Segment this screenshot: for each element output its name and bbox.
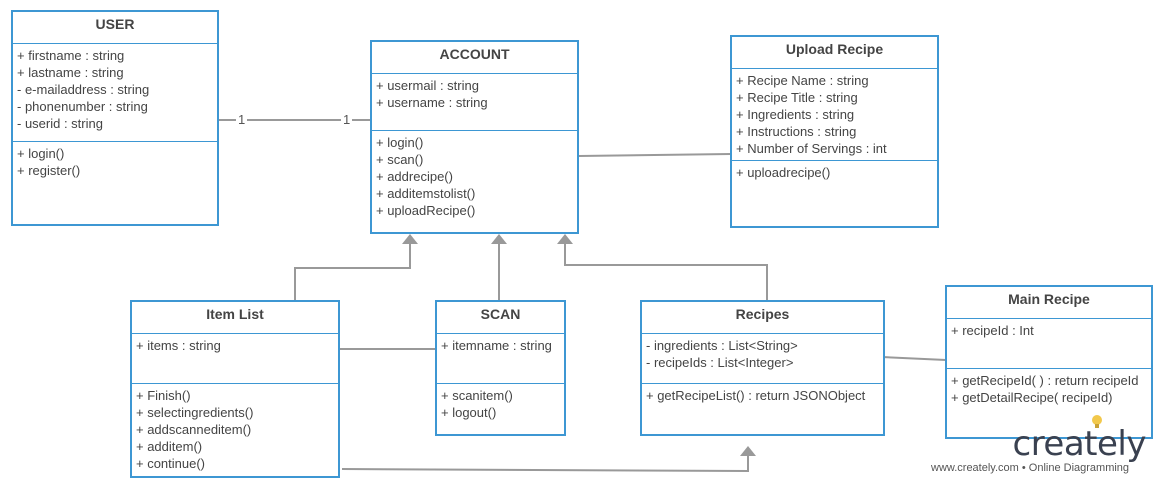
attributes-section: + Recipe Name : string + Recipe Title : s… <box>732 69 937 161</box>
attributes-section: - ingredients : List<String> - recipeIds … <box>642 334 883 384</box>
attributes-section: + recipeId : Int <box>947 319 1151 369</box>
method-row: + continue() <box>136 456 206 471</box>
gen-itemlist-account <box>294 244 411 301</box>
method-row: + register() <box>17 163 81 178</box>
class-title: Main Recipe <box>947 287 1151 319</box>
methods-section: + login() + register() <box>13 142 217 179</box>
methods-section: + getRecipeId( ) : return recipeId + getD… <box>947 369 1151 406</box>
attribute-row: + Instructions : string <box>736 124 857 139</box>
class-title: Recipes <box>642 302 883 334</box>
methods-section: + getRecipeList() : return JSONObject <box>642 384 883 404</box>
gen-arrow-recipes <box>557 234 573 244</box>
attribute-row: + usermail : string <box>376 78 479 93</box>
attribute-row: - e-mailaddress : string <box>17 82 150 97</box>
method-row: + login() <box>17 146 65 161</box>
gen-itemlist-recipes <box>341 456 749 473</box>
attribute-row: - userid : string <box>17 116 103 131</box>
method-row: + uploadrecipe() <box>736 165 831 180</box>
class-title: USER <box>13 12 217 44</box>
methods-section: + uploadrecipe() <box>732 161 937 181</box>
gen-arrow-recipes-bottom <box>740 446 756 456</box>
method-row: + additemstolist() <box>376 186 476 201</box>
class-title: Item List <box>132 302 338 334</box>
multiplicity-account-end: 1 <box>341 112 353 127</box>
attribute-row: + firstname : string <box>17 48 125 63</box>
method-row: + selectingredients() <box>136 405 254 420</box>
method-row: + scanitem() <box>441 388 513 403</box>
attributes-section: + firstname : string + lastname : string -… <box>13 44 217 142</box>
method-row: + Finish() <box>136 388 191 403</box>
method-row: + addscanneditem() <box>136 422 252 437</box>
attribute-row: - recipeIds : List<Integer> <box>646 355 794 370</box>
creately-tagline: www.creately.com • Online Diagramming <box>931 462 1130 474</box>
class-account[interactable]: ACCOUNT + usermail : string + username : … <box>370 40 579 234</box>
assoc-recipes-main <box>881 356 947 361</box>
gen-recipes-account <box>564 244 768 301</box>
class-title: Upload Recipe <box>732 37 937 69</box>
methods-section: + login() + scan() + addrecipe() + additems… <box>372 131 577 219</box>
attribute-row: + Ingredients : string <box>736 107 855 122</box>
class-item-list[interactable]: Item List + items : string + Finish() + s… <box>130 300 340 478</box>
method-row: + login() <box>376 135 424 150</box>
method-row: + addrecipe() <box>376 169 453 184</box>
attributes-section: + items : string <box>132 334 338 384</box>
methods-section: + Finish() + selectingredients() + addscan… <box>132 384 338 472</box>
attribute-row: + itemname : string <box>441 338 552 353</box>
class-title: SCAN <box>437 302 564 334</box>
class-title: ACCOUNT <box>372 42 577 74</box>
lightbulb-icon <box>1092 415 1102 428</box>
method-row: + scan() <box>376 152 424 167</box>
attribute-row: + Number of Servings : int <box>736 141 887 156</box>
attribute-row: + lastname : string <box>17 65 124 80</box>
attributes-section: + itemname : string <box>437 334 564 384</box>
attribute-row: + items : string <box>136 338 221 353</box>
attributes-section: + usermail : string + username : string <box>372 74 577 131</box>
attribute-row: - ingredients : List<String> <box>646 338 798 353</box>
multiplicity-user-end: 1 <box>236 112 248 127</box>
class-upload-recipe[interactable]: Upload Recipe + Recipe Name : string+ Re… <box>730 35 939 228</box>
class-user[interactable]: USER + firstname : string + lastname : st… <box>11 10 219 226</box>
method-row: + getRecipeId( ) : return recipeId <box>951 373 1139 388</box>
attribute-row: + Recipe Name : string <box>736 73 869 88</box>
class-recipes[interactable]: Recipes - ingredients : List<String> - re… <box>640 300 885 436</box>
method-row: + getRecipeList() : return JSONObject <box>646 388 866 403</box>
attribute-row: + Recipe Title : string <box>736 90 858 105</box>
method-row: + uploadRecipe() <box>376 203 476 218</box>
assoc-account-upload <box>578 153 732 157</box>
class-main-recipe[interactable]: Main Recipe + recipeId : Int + getRecipe… <box>945 285 1153 439</box>
class-scan[interactable]: SCAN + itemname : string + scanitem() + l… <box>435 300 566 436</box>
attribute-row: - phonenumber : string <box>17 99 148 114</box>
method-row: + additem() <box>136 439 203 454</box>
creately-logo: creately <box>1012 424 1147 464</box>
method-row: + logout() <box>441 405 497 420</box>
methods-section: + scanitem() + logout() <box>437 384 564 421</box>
method-row: + getDetailRecipe( recipeId) <box>951 390 1113 405</box>
attribute-row: + recipeId : Int <box>951 323 1034 338</box>
gen-arrow-scan <box>491 234 507 244</box>
attribute-row: + username : string <box>376 95 488 110</box>
gen-arrow-itemlist <box>402 234 418 244</box>
